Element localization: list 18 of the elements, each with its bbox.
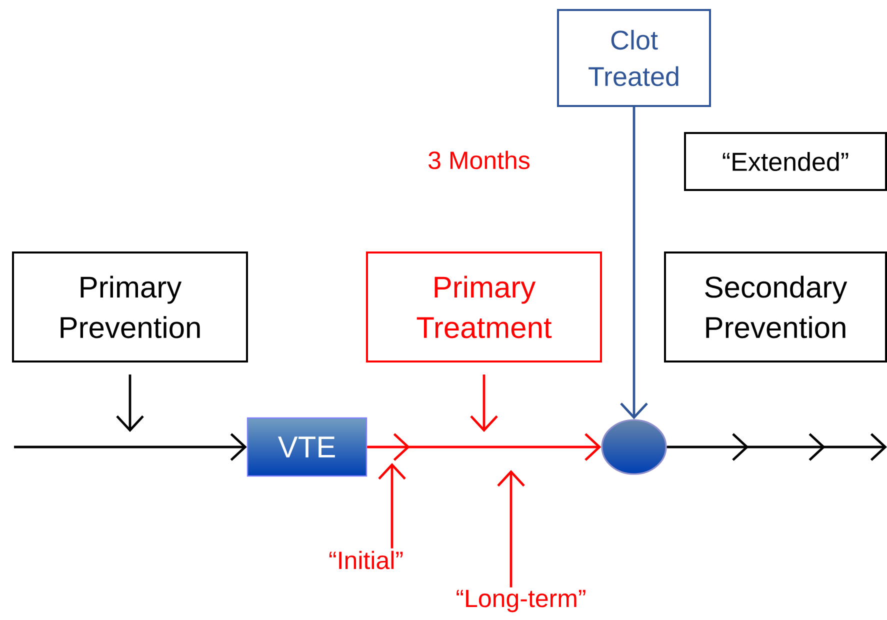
phase-label: “Initial”: [329, 550, 403, 570]
arrow: [14, 433, 247, 461]
text-box: “Extended”: [684, 132, 887, 191]
text-box: Primary Prevention: [12, 252, 248, 362]
arrow: [378, 463, 406, 548]
text-box: Clot Treated: [557, 9, 712, 107]
duration-label: 3 Months: [428, 150, 530, 170]
arrow: [470, 374, 498, 432]
text-box: Primary Treatment: [366, 252, 602, 362]
event-box: VTE: [246, 417, 368, 477]
text-box: Secondary Prevention: [664, 252, 887, 362]
phase-label: “Long-term”: [456, 590, 586, 612]
arrow: [116, 374, 144, 432]
arrow: [666, 433, 887, 461]
arrow: [497, 470, 525, 588]
arrow: [620, 107, 648, 420]
arrow: [367, 433, 602, 461]
junction-ellipse: [601, 419, 667, 475]
